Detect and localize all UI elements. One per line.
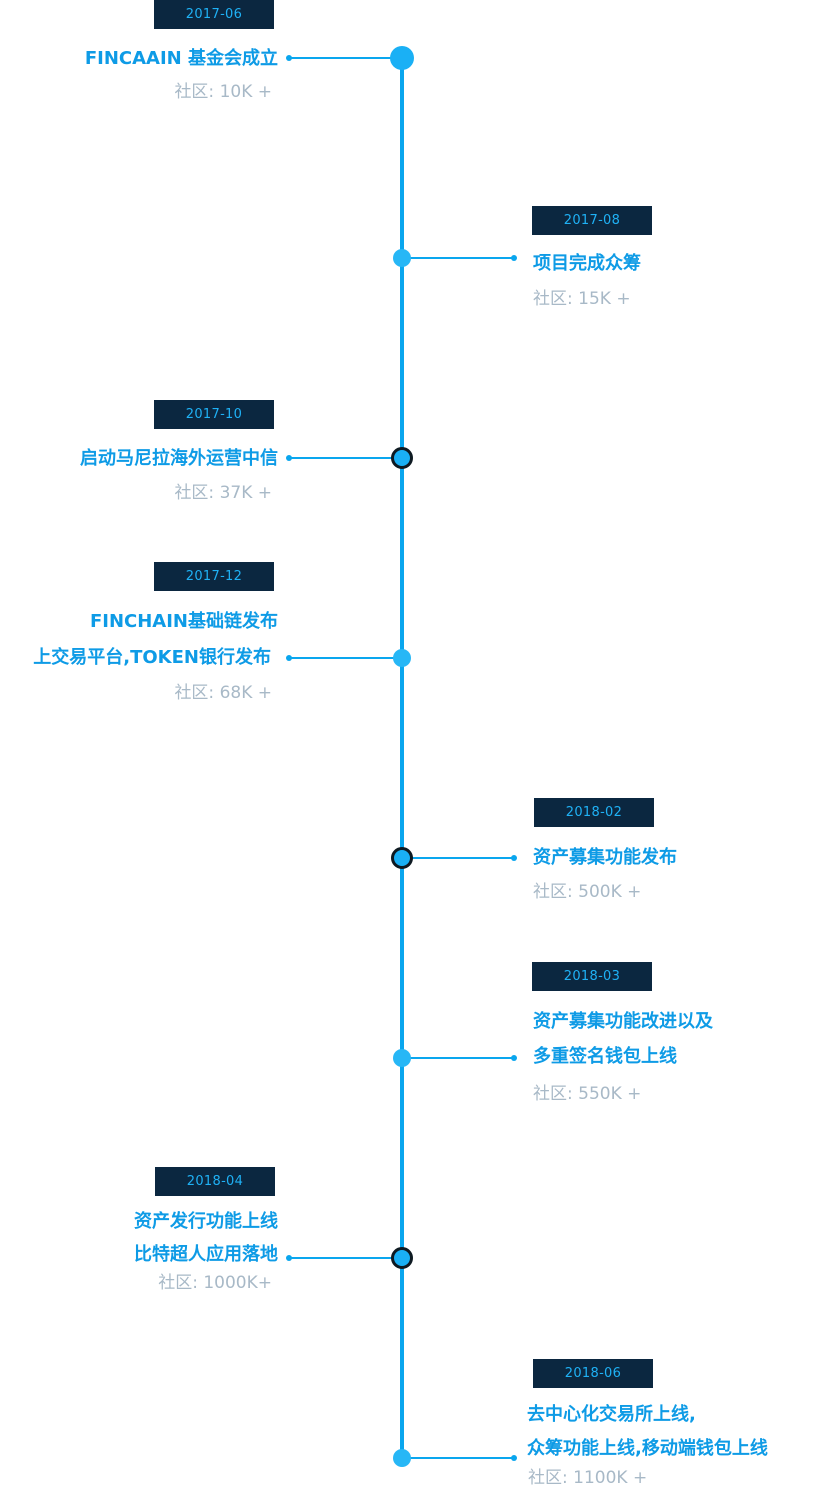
date-badge: 2018-03 [532,962,652,991]
event-title: 去中心化交易所上线, [527,1404,696,1425]
community-count: 社区: 37K + [174,483,272,503]
connector-line [402,855,517,861]
timeline-axis [400,56,404,1460]
date-badge: 2017-10 [154,400,274,429]
timeline-node [391,1247,413,1269]
community-count: 社区: 15K + [533,289,631,309]
timeline-node [390,46,414,70]
date-badge: 2018-06 [533,1359,653,1388]
date-badge: 2017-12 [154,562,274,591]
timeline-node [393,1449,411,1467]
timeline-node [393,249,411,267]
timeline-node [393,1049,411,1067]
event-title: 上交易平台,TOKEN银行发布 [33,647,271,668]
event-title: 资产募集功能改进以及 [533,1011,713,1032]
connector-line [286,455,402,461]
date-badge: 2018-02 [534,798,654,827]
connector-line [286,55,402,61]
community-count: 社区: 1100K + [528,1468,648,1488]
event-title: FINCHAIN基础链发布 [89,611,278,632]
connector-line [402,1455,517,1461]
community-count: 社区: 10K + [174,82,272,102]
date-badge: 2017-08 [532,206,652,235]
event-title: 多重签名钱包上线 [533,1046,677,1067]
connector-line [402,1055,517,1061]
connector-line [402,255,517,261]
event-title: 启动马尼拉海外运营中信 [80,448,278,469]
community-count: 社区: 68K + [174,683,272,703]
event-title: 众筹功能上线,移动端钱包上线 [527,1438,768,1459]
event-title: 资产发行功能上线 [134,1211,278,1232]
date-badge: 2017-06 [154,0,274,29]
community-count: 社区: 1000K+ [158,1273,272,1293]
community-count: 社区: 550K + [533,1084,642,1104]
event-title: FINCAAIN 基金会成立 [84,48,278,69]
event-title: 资产募集功能发布 [533,847,677,868]
connector-line [286,1255,402,1261]
event-title: 比特超人应用落地 [134,1244,278,1265]
connector-line [286,655,402,661]
timeline-node [391,847,413,869]
timeline-node [391,447,413,469]
event-title: 项目完成众筹 [533,253,641,274]
community-count: 社区: 500K + [533,882,642,902]
timeline-node [393,649,411,667]
date-badge: 2018-04 [155,1167,275,1196]
